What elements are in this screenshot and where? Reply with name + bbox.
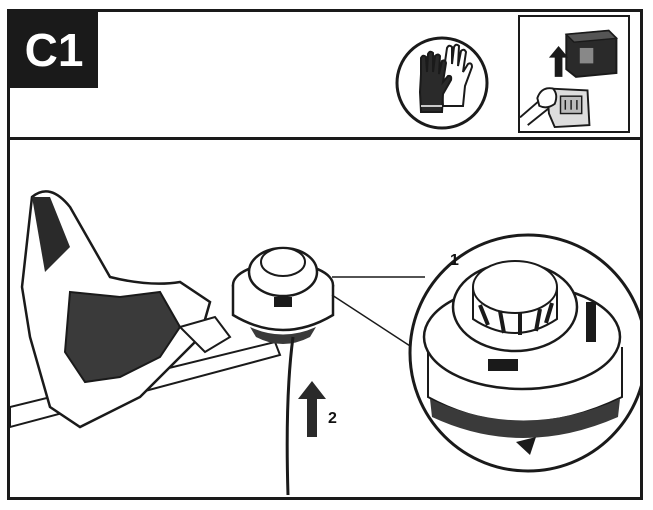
step-badge: C1 [10, 12, 98, 88]
callout-1-label: 1 [450, 252, 459, 269]
instruction-panel: C1 [7, 9, 648, 500]
wear-gloves-icon [393, 34, 491, 132]
remove-battery-icon [518, 15, 630, 133]
trimmer-head-illustration [9, 137, 648, 497]
panel-header: C1 [10, 12, 640, 140]
callout-2-label: 2 [328, 410, 337, 427]
